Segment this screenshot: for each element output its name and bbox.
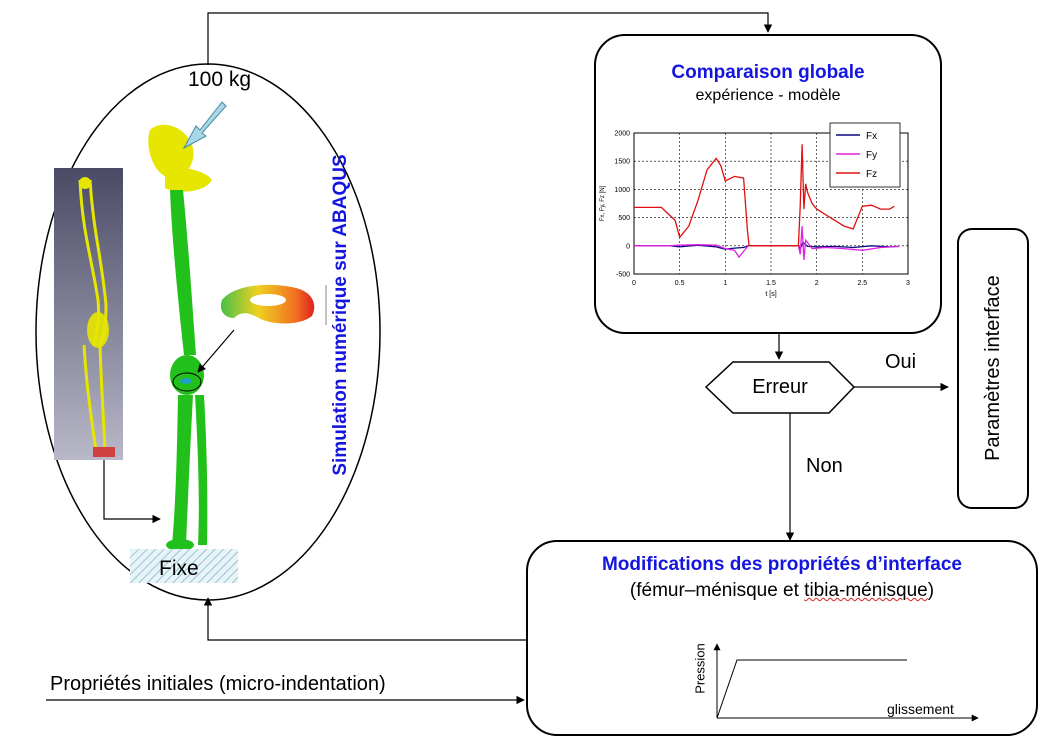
- no-label: Non: [806, 455, 843, 477]
- meniscus-highlight: [172, 372, 202, 392]
- femur-mesh-panel: [54, 168, 123, 460]
- chart-xtick-label: 2: [815, 280, 819, 287]
- mesh-base: [93, 447, 115, 457]
- subtitle-part1: (fémur–ménisque et: [629, 580, 805, 601]
- meniscus-inset: [215, 284, 327, 326]
- params-box: [957, 228, 1029, 509]
- mini-ylabel: Pression: [692, 643, 708, 694]
- chart-ytick-label: 1000: [614, 187, 630, 194]
- subtitle-part3: ): [927, 580, 935, 601]
- model-link-arrow: [103, 460, 161, 524]
- chart-ytick-label: 0: [626, 243, 630, 250]
- chart-ylabel: Fx, Fy, Fz [N]: [600, 185, 606, 221]
- mini-xlabel: glissement: [887, 701, 954, 717]
- chart-ytick-label: 1500: [614, 159, 630, 166]
- chart-xtick-label: 3: [906, 280, 910, 287]
- chart-ytick-label: 500: [618, 215, 630, 222]
- fixed-support: [130, 549, 238, 583]
- modifications-title: Modifications des propriétés d’interface: [601, 554, 963, 575]
- comparison-title: Comparaison globale: [671, 62, 865, 83]
- load-label: 100 kg: [188, 68, 252, 91]
- femur-head-mesh: [79, 177, 91, 189]
- mini-curve: [716, 659, 907, 719]
- chart-xtick-label: 1: [723, 280, 727, 287]
- pressure-mini-chart: [713, 643, 979, 722]
- chart-legend-label: Fy: [866, 150, 877, 161]
- leg-bone-model: [148, 124, 212, 551]
- loop-return-arrow: [203, 597, 528, 641]
- loop-top-connector: [207, 12, 773, 65]
- chart-legend: [829, 122, 901, 188]
- params-label: Paramètres interface: [982, 275, 1004, 461]
- simulation-vertical-title: Simulation numérique sur ABAQUS: [330, 154, 351, 476]
- chart-xtick-label: 0.5: [675, 280, 685, 287]
- chart-xtick-label: 1.5: [766, 280, 776, 287]
- modifications-subtitle: (fémur–ménisque et tibia-ménisque): [527, 580, 1037, 602]
- comparison-subtitle: expérience - modèle: [695, 87, 841, 104]
- chart-legend-label: Fz: [866, 169, 877, 180]
- chart-xtick-label: 0: [632, 280, 636, 287]
- chart-xlabel: t [s]: [765, 291, 776, 298]
- meniscus-mark: [180, 378, 192, 384]
- chart-ytick-label: 2000: [614, 131, 630, 138]
- chart-ytick-label: -500: [616, 272, 630, 279]
- initial-props-label: Propriétés initiales (micro-indentation): [50, 673, 386, 695]
- load-arrow-icon: [182, 101, 227, 150]
- chart-legend-label: Fx: [866, 131, 877, 142]
- fixed-label: Fixe: [159, 557, 199, 580]
- subtitle-part2: tibia-ménisque: [804, 580, 928, 601]
- meniscus-zoom-arrow: [197, 329, 235, 373]
- modifications-box: [526, 540, 1038, 736]
- knee-mesh: [87, 312, 109, 348]
- error-label: Erreur: [752, 376, 808, 398]
- chart-xtick-label: 2.5: [857, 280, 867, 287]
- yes-label: Oui: [885, 351, 917, 373]
- chart-series-line-fz: [634, 144, 895, 247]
